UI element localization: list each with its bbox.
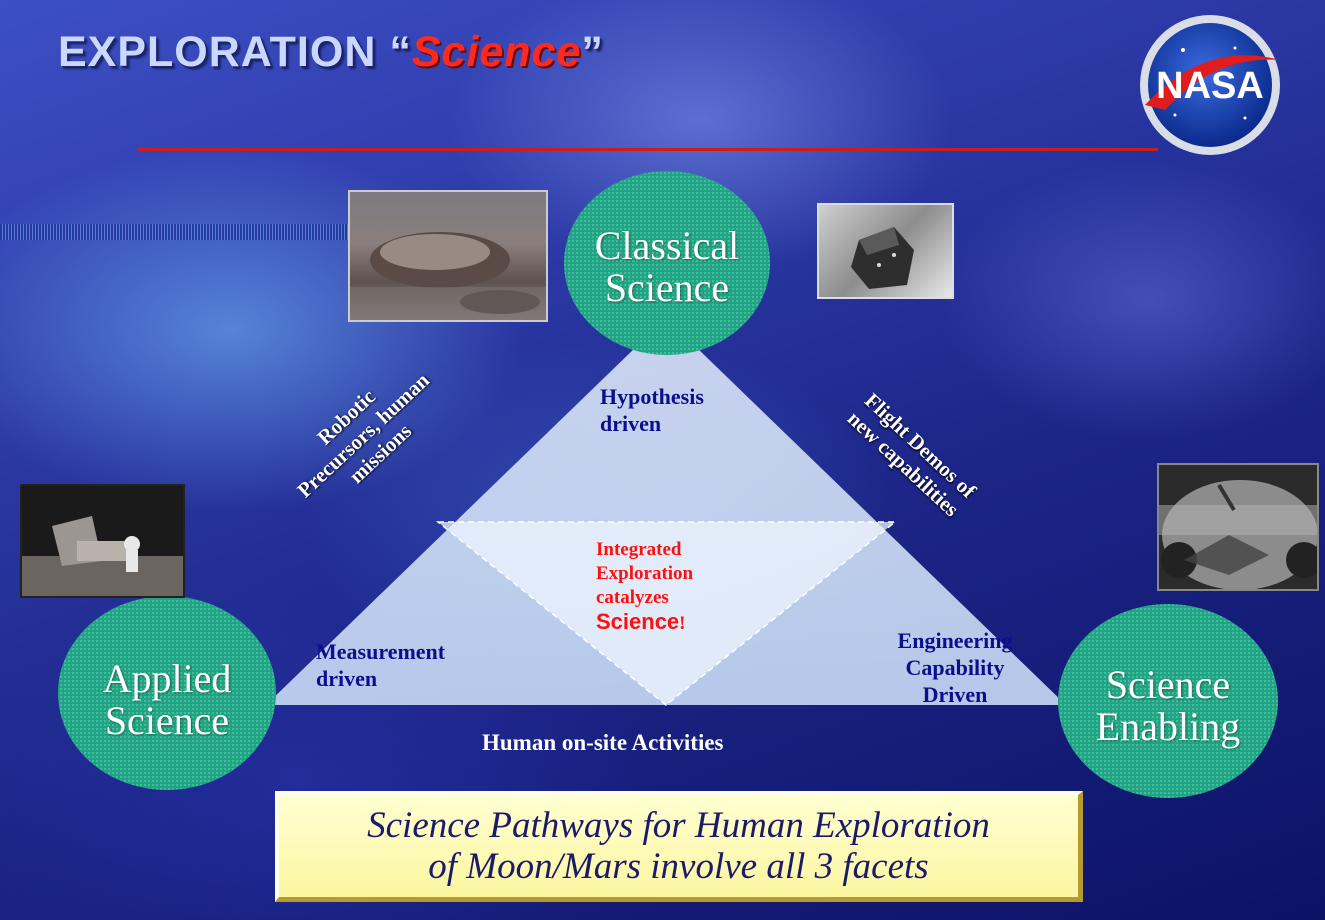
pyramid-triangle xyxy=(266,318,1066,705)
photo-apollo-astronaut xyxy=(20,484,185,598)
rock-image xyxy=(350,232,546,320)
center-exclamation: ! xyxy=(679,613,686,634)
engineering-line3: Driven xyxy=(922,682,988,707)
node-science-enabling xyxy=(1058,604,1278,798)
node-classical-science xyxy=(564,171,770,355)
hypothesis-label: Hypothesis driven xyxy=(600,383,704,437)
base-label: Human on-site Activities xyxy=(482,730,724,755)
node-top-line2: Science xyxy=(604,265,730,310)
engineering-line2: Capability xyxy=(905,655,1005,680)
title-emphasis: Science xyxy=(411,28,582,76)
decorative-stripe xyxy=(0,224,355,240)
engineering-line1: Engineering xyxy=(897,628,1013,653)
caption-line1: Science Pathways for Human Exploration xyxy=(367,805,990,846)
engineering-label: Engineering Capability Driven xyxy=(870,627,1040,708)
center-line2: Exploration xyxy=(596,563,694,584)
astronaut-image xyxy=(22,516,183,596)
caption-box: Science Pathways for Human Exploration o… xyxy=(275,791,1083,902)
node-right-line1: Science xyxy=(1105,662,1231,707)
measurement-line2: driven xyxy=(316,666,378,691)
node-left-label: Applied Science xyxy=(67,658,267,742)
inner-inverted-triangle xyxy=(435,521,898,706)
node-top-label: Classical Science xyxy=(567,225,767,309)
hypothesis-line2: driven xyxy=(600,411,662,436)
node-left-line1: Applied xyxy=(102,656,232,701)
photo-rover-panorama xyxy=(1157,463,1319,591)
nasa-logo-icon: NASA xyxy=(1140,15,1280,155)
node-right-line2: Enabling xyxy=(1095,704,1241,749)
center-line4: Science! xyxy=(596,610,693,636)
title-prefix: EXPLORATION “ xyxy=(58,28,412,76)
title-suffix: ” xyxy=(581,28,604,76)
center-science-word: Science xyxy=(596,609,680,634)
measurement-label: Measurement driven xyxy=(316,638,445,692)
slide-title: EXPLORATION “Science” xyxy=(58,28,604,77)
hypothesis-line1: Hypothesis xyxy=(600,384,704,409)
node-top-line1: Classical xyxy=(594,223,740,268)
crystal-image xyxy=(851,227,914,289)
node-left-line2: Science xyxy=(104,698,230,743)
measurement-line1: Measurement xyxy=(316,639,446,664)
photo-crystal-grain xyxy=(817,203,954,299)
rover-image xyxy=(1159,480,1317,589)
center-label: Integrated Exploration catalyzes Science… xyxy=(596,538,693,636)
node-right-label: Science Enabling xyxy=(1078,664,1258,748)
title-underline xyxy=(138,148,1158,151)
caption-line2: of Moon/Mars involve all 3 facets xyxy=(428,846,929,887)
node-applied-science xyxy=(58,596,276,790)
center-line1: Integrated xyxy=(596,539,682,560)
center-line3: catalyzes xyxy=(596,587,669,608)
svg-text:NASA: NASA xyxy=(1156,65,1264,107)
photo-rock-outcrop xyxy=(348,190,548,322)
